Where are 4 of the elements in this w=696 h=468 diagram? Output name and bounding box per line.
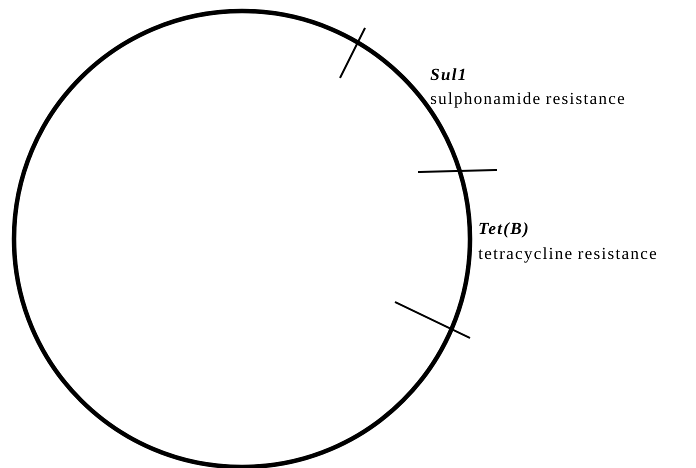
gene-description: sulphonamide resistance	[430, 92, 624, 108]
gene-name: Sul1	[430, 68, 465, 80]
gene-description: tetracycline resistance	[478, 247, 656, 263]
gene-name: Tet(B)	[479, 222, 528, 238]
